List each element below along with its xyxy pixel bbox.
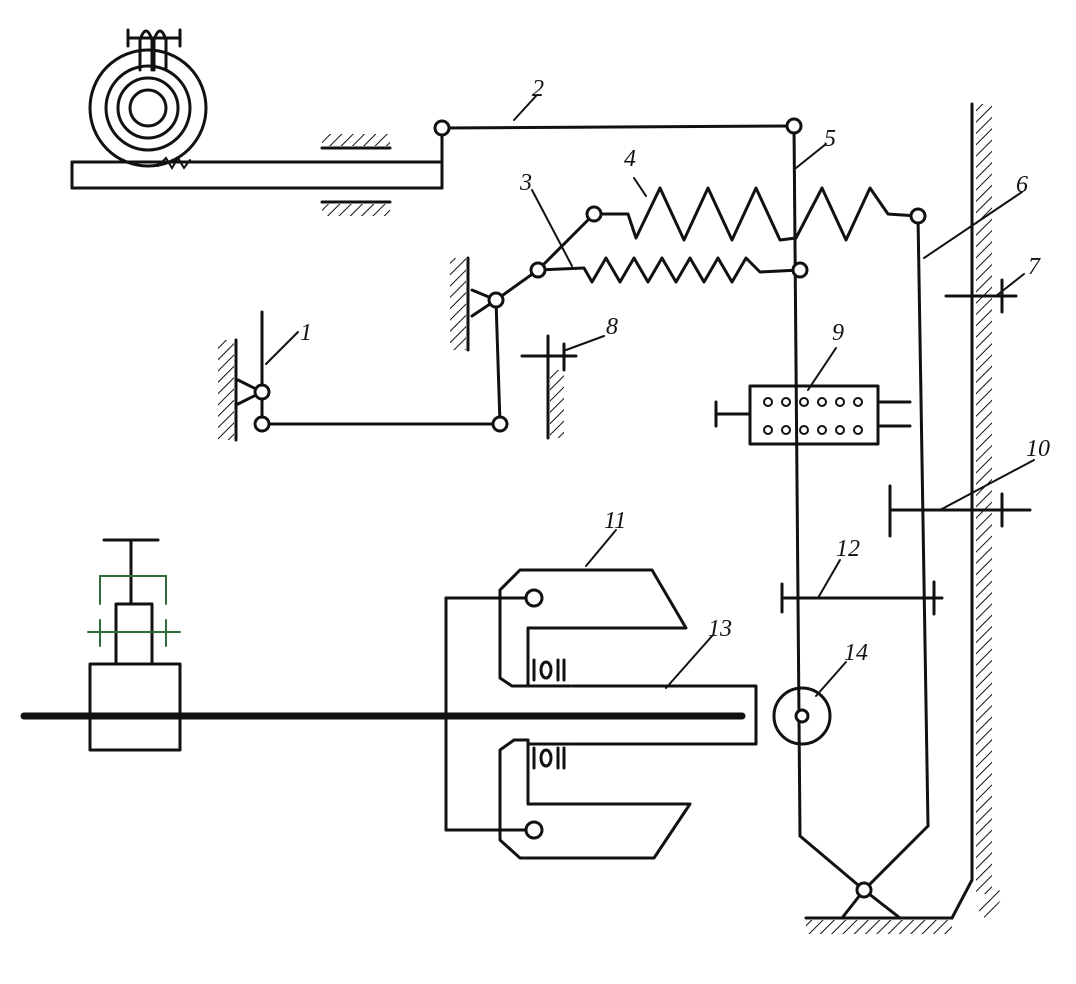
label-7: 7	[1028, 254, 1041, 280]
guide-bearing-top	[320, 134, 392, 150]
brake-jaw-lower	[444, 738, 692, 860]
brake-spring-upper	[532, 658, 566, 682]
label-9: 9	[832, 320, 844, 346]
label-6: 6	[1016, 172, 1028, 198]
brake-jaw-11-upper	[444, 568, 688, 688]
label-5: 5	[824, 126, 836, 152]
label-10: 10	[1026, 436, 1050, 462]
label-3: 3	[519, 170, 532, 196]
rack-shaft	[70, 126, 444, 190]
motor-ring-middle	[116, 76, 180, 140]
motor-terminal-right	[152, 29, 168, 72]
hinge-joints	[253, 117, 927, 899]
label-1: 1	[300, 320, 312, 346]
spring-3	[536, 256, 802, 284]
motor-ring-inner	[128, 88, 168, 128]
leader-lines	[265, 95, 1035, 697]
stop-8	[520, 334, 578, 440]
motor-assembly	[88, 28, 208, 170]
label-13: 13	[708, 616, 732, 642]
brake-spring-lower	[532, 746, 566, 770]
label-12: 12	[836, 536, 860, 562]
bell-crank	[450, 212, 596, 426]
motor-ring-outer	[104, 64, 192, 152]
right-wall	[950, 102, 1004, 922]
lever-5	[792, 124, 866, 892]
spring-4	[592, 186, 920, 242]
lever-1	[218, 310, 502, 442]
label-8: 8	[606, 314, 618, 340]
label-4: 4	[624, 146, 636, 172]
blade-13	[570, 684, 758, 746]
stop-10	[888, 484, 1032, 538]
roller-14	[772, 686, 832, 746]
motor-terminal-left	[138, 29, 154, 72]
guide-bearing-bottom	[320, 200, 392, 216]
link-2	[440, 124, 796, 130]
bottom-pivot	[804, 888, 954, 934]
damper-9	[714, 384, 912, 446]
label-2: 2	[532, 76, 544, 102]
stop-7	[944, 278, 1018, 314]
stop-12	[780, 580, 944, 616]
motor-housing	[88, 48, 208, 168]
label-11: 11	[604, 508, 626, 534]
label-14: 14	[844, 640, 868, 666]
rod-6	[862, 214, 930, 892]
clutch-box	[87, 538, 182, 752]
